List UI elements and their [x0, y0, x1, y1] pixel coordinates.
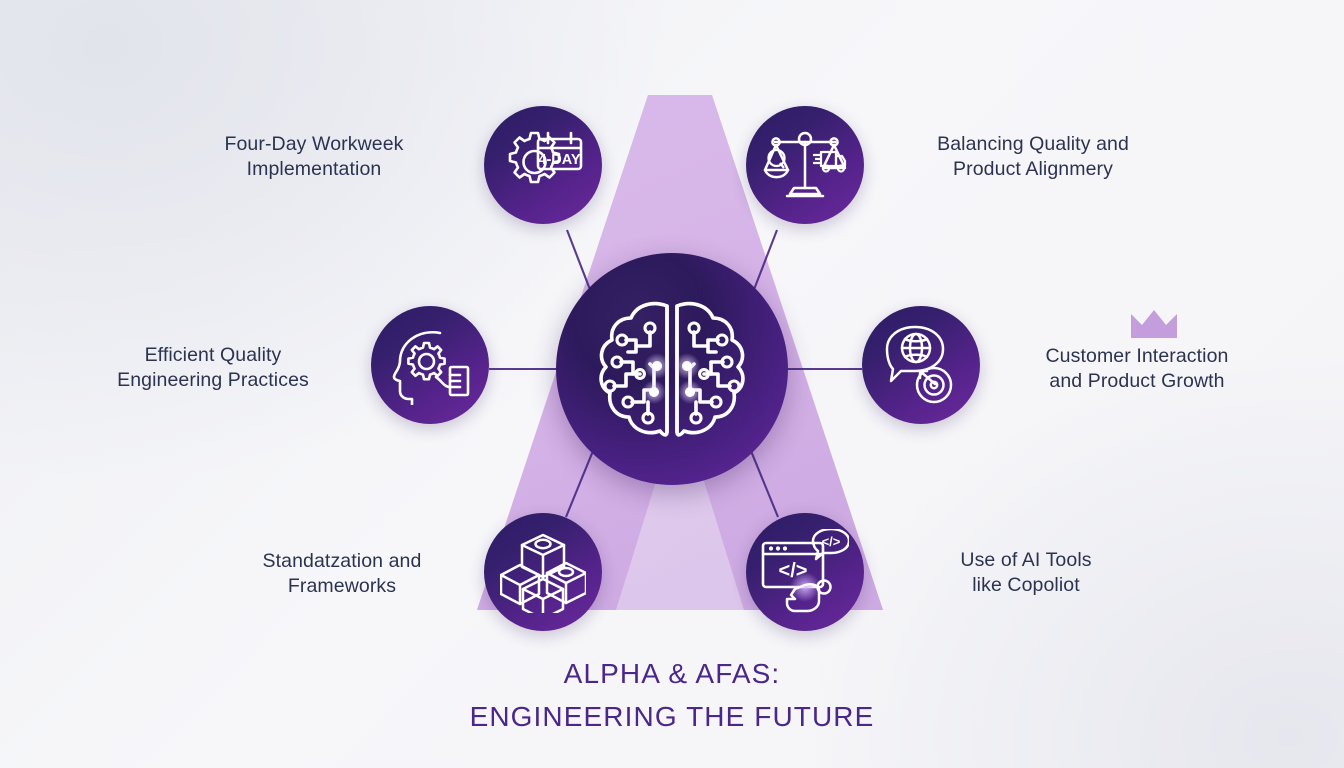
gear-calendar-icon: 4-DAY	[508, 131, 583, 184]
circuit-brain-icon	[599, 301, 745, 437]
node-customer-interaction[interactable]	[862, 306, 980, 424]
node-balancing-quality[interactable]	[746, 106, 864, 224]
code-window-hand-icon: </> </>	[761, 529, 849, 613]
label-balancing-quality: Balancing Quality and Product Alignmery	[937, 133, 1129, 180]
node-ai-tools-copilot[interactable]: </> </>	[746, 513, 864, 631]
label-customer-interaction: Customer Interaction and Product Growth	[1045, 345, 1229, 392]
crown-icon	[1131, 310, 1177, 338]
cubes-blocks-icon	[500, 533, 586, 613]
node-efficient-quality-engineering[interactable]	[371, 306, 489, 424]
four-day-badge-text: 4-DAY	[538, 152, 581, 168]
label-standardization-frameworks: Standatzation and Frameworks	[262, 550, 422, 597]
head-gear-icon	[392, 331, 470, 405]
label-four-day-workweek: Four-Day Workweek Implementation	[224, 133, 404, 180]
code-bubble-glyph: </>	[822, 534, 841, 549]
globe-chat-target-icon	[885, 325, 953, 404]
node-standardization-frameworks[interactable]	[484, 513, 602, 631]
balance-scale-icon	[763, 131, 847, 198]
center-node-ai-brain[interactable]	[556, 253, 788, 485]
page-title: ALPHA & AFAS: ENGINEERING THE FUTURE	[469, 658, 875, 732]
label-efficient-quality-engineering: Efficient Quality Engineering Practices	[117, 344, 309, 391]
node-four-day-workweek[interactable]: 4-DAY	[484, 106, 602, 224]
label-ai-tools-copilot: Use of AI Tools like Copoliot	[960, 549, 1092, 596]
